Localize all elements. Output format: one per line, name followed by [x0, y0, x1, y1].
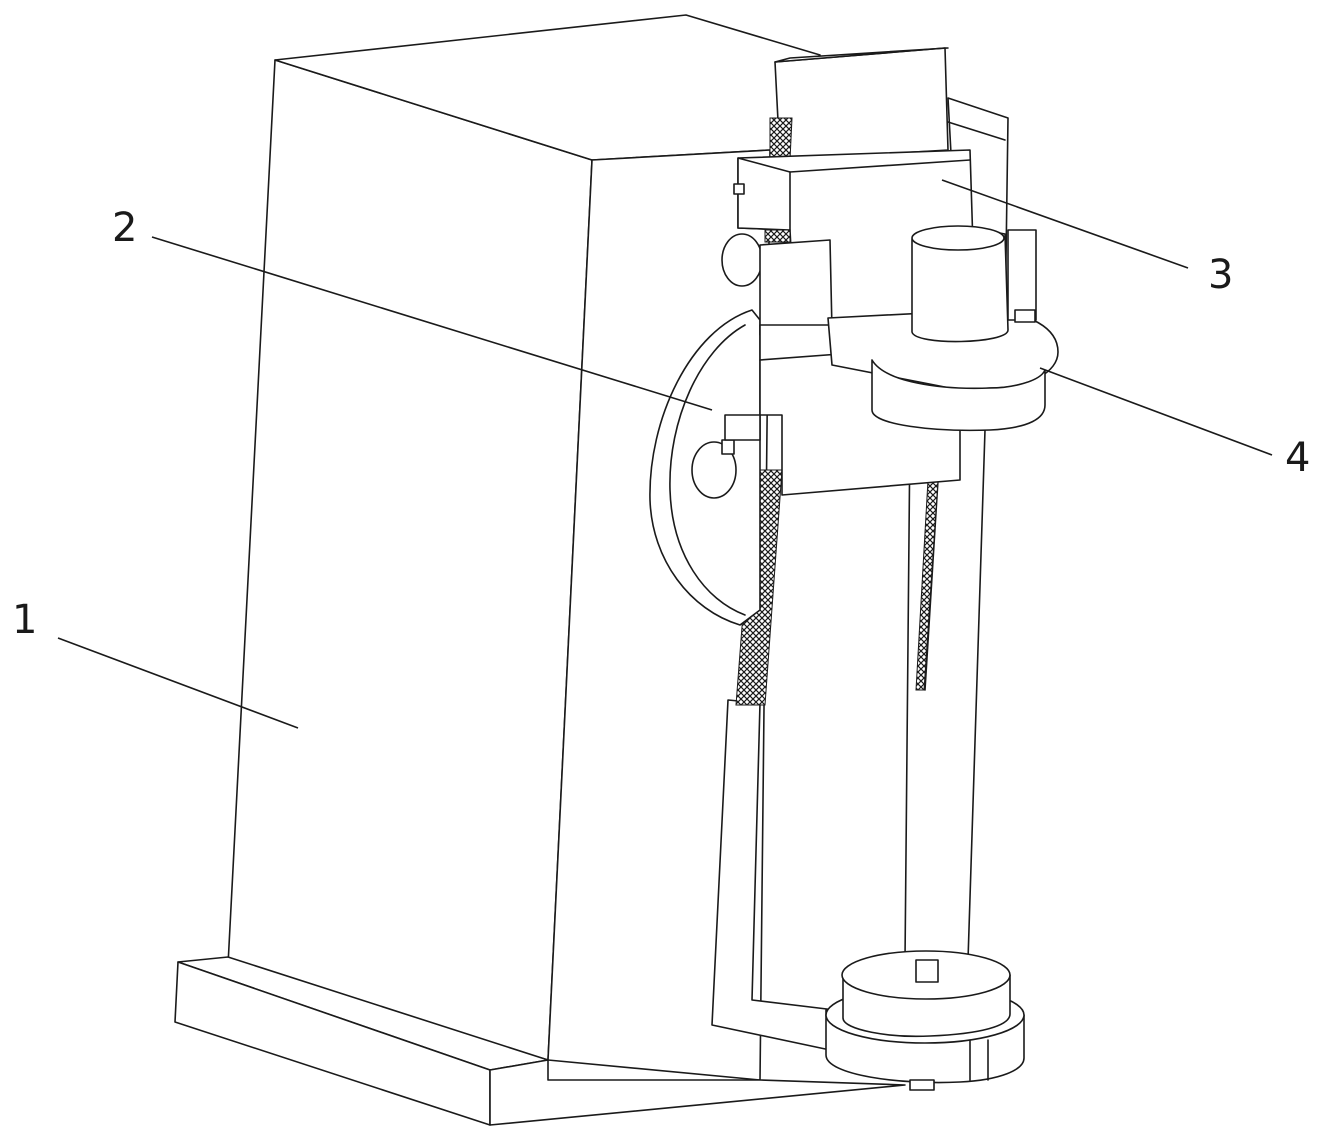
lower-carriage: [724, 239, 961, 496]
callout-2: 2: [112, 205, 138, 251]
leader-line-2: [151, 236, 713, 411]
side-disc: [649, 309, 761, 626]
bottom-turntable: [825, 950, 1025, 1091]
column-frame: [711, 429, 986, 1051]
callout-4: 4: [1285, 435, 1311, 481]
callout-3: 3: [1208, 252, 1234, 298]
leader-line-3: [941, 179, 1189, 269]
base-plate: [174, 956, 906, 1126]
leader-line-1: [57, 637, 299, 729]
motor-arm: [827, 225, 1059, 432]
leader-line-4: [1039, 367, 1273, 456]
callout-1: 1: [12, 597, 38, 643]
